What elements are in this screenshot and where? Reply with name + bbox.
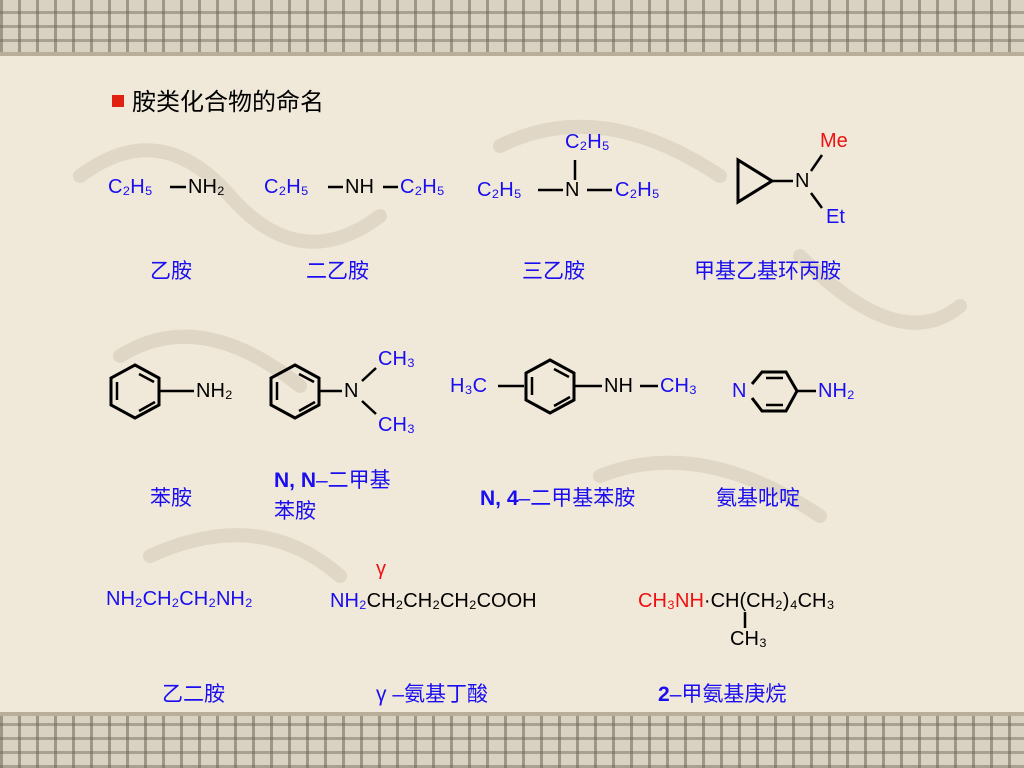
ethylamine-nh2: NH₂ — [188, 176, 225, 198]
ethylenediamine-formula: NH₂CH₂CH₂NH₂ — [106, 588, 253, 610]
n4dimethylaniline-ch3: CH₃ — [660, 375, 698, 397]
pyridine-n: N — [732, 380, 747, 402]
decorative-border-top — [0, 0, 1024, 56]
slide-title: 胺类化合物的命名 — [112, 82, 324, 117]
methylaminoheptane-name: 2–甲氨基庚烷 — [658, 683, 787, 706]
dimethylaniline-ch3-top: CH₃ — [378, 348, 416, 370]
triethylamine-top: C₂H₅ — [565, 131, 610, 153]
aminopyridine-nh2: NH₂ — [818, 380, 855, 402]
benzene-ring-aniline — [109, 363, 161, 420]
n4dimethylaniline-nh: NH — [604, 375, 633, 397]
bond-n-me — [809, 154, 824, 172]
n4dimethylaniline-h3c: H₃C — [450, 375, 488, 397]
benzene-ring-n4dimethylaniline — [524, 358, 576, 415]
diethylamine-name: 二乙胺 — [306, 260, 369, 283]
aniline-name: 苯胺 — [150, 487, 192, 510]
decorative-border-bottom — [0, 712, 1024, 768]
dimethylaniline-name-line2: 苯胺 — [274, 500, 316, 523]
gaba-gamma-marker: γ — [376, 558, 386, 580]
background-calligraphy-decoration — [73, 119, 967, 583]
triethylamine-left: C₂H₅ — [477, 179, 522, 201]
ethylenediamine-name: 乙二胺 — [162, 683, 225, 706]
cyclopropyl-et: Et — [826, 206, 845, 228]
ethylamine-c2h5: C₂H₅ — [108, 176, 153, 198]
bond-n-et — [809, 192, 824, 209]
benzene-ring-dimethylaniline — [269, 363, 321, 420]
n4dimethylaniline-name: N, 4–二甲基苯胺 — [480, 487, 636, 510]
methylaminoheptane-branch: CH₃ — [730, 628, 768, 650]
gaba-formula: NH₂CH₂CH₂CH₂COOH — [330, 590, 537, 612]
diethylamine-nh: NH — [345, 176, 374, 198]
cyclopropyl-me: Me — [820, 130, 848, 152]
dimethylaniline-n: N — [344, 380, 359, 402]
triethylamine-n: N — [565, 179, 580, 201]
triethylamine-right: C₂H₅ — [615, 179, 660, 201]
bullet-square-icon — [112, 95, 124, 107]
methylaminoheptane-formula: CH₃NH·CH(CH₂)₄CH₃ — [638, 590, 835, 612]
dimethylaniline-ch3-bottom: CH₃ — [378, 414, 416, 436]
aniline-nh2: NH₂ — [196, 380, 233, 402]
aminopyridine-name: 氨基吡啶 — [716, 487, 800, 510]
cyclopropane-ring — [736, 157, 775, 205]
cyclopropyl-n: N — [795, 170, 810, 192]
dimethylaniline-name: N, N–二甲基 — [274, 469, 391, 492]
diethylamine-left: C₂H₅ — [264, 176, 309, 198]
triethylamine-name: 三乙胺 — [522, 260, 585, 283]
cyclopropylamine-name: 甲基乙基环丙胺 — [694, 260, 841, 283]
gaba-name: γ –氨基丁酸 — [376, 683, 489, 706]
diethylamine-right: C₂H₅ — [400, 176, 445, 198]
ethylamine-name: 乙胺 — [150, 260, 192, 283]
